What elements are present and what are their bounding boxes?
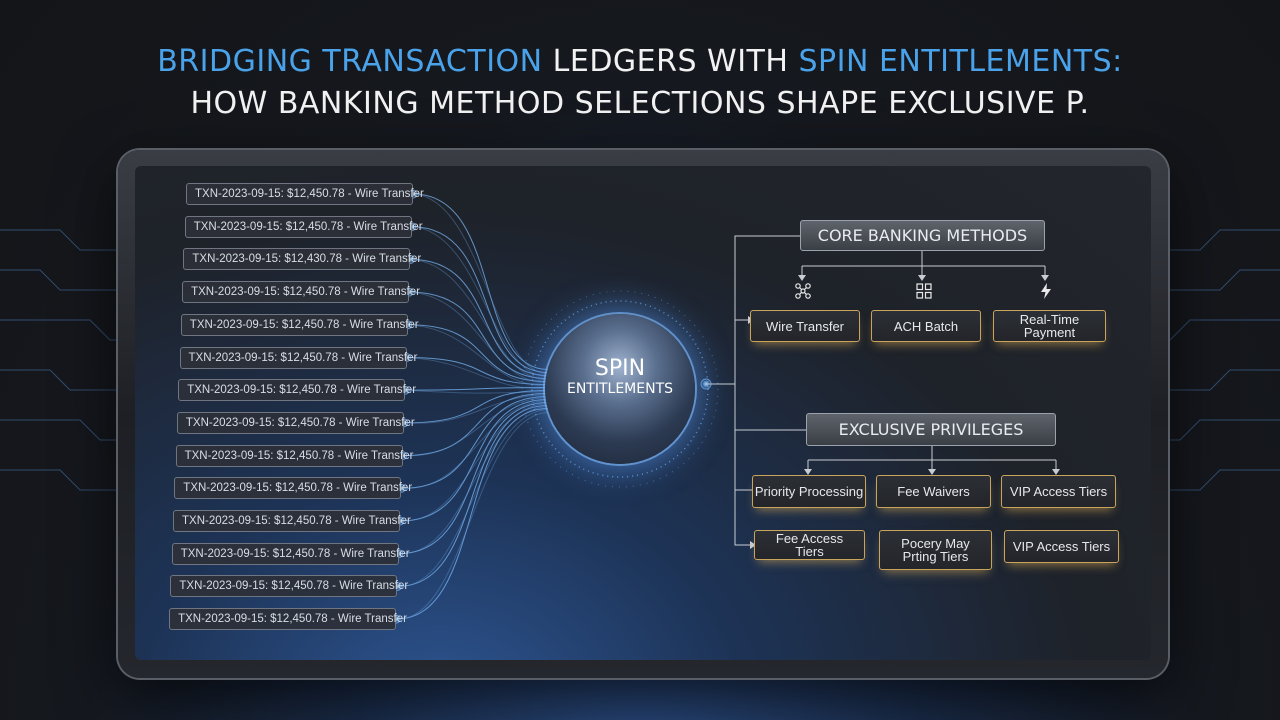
transaction-wire (411, 226, 549, 373)
transaction-wire-strand (401, 400, 549, 489)
transaction-wire (401, 396, 549, 489)
transaction-wire (410, 258, 549, 376)
privilege-fee-access-tiers[interactable]: Fee Access Tiers (754, 530, 865, 560)
headline-line-1: BRIDGING TRANSACTION LEDGERS WITH SPIN E… (0, 44, 1280, 79)
transaction-wire-strand (410, 258, 549, 381)
method-ach-batch[interactable]: ACH Batch (871, 310, 981, 342)
transaction-wire-strand (405, 389, 549, 394)
network-icon (795, 283, 811, 299)
transaction-wire-strand (411, 226, 549, 378)
transaction-row[interactable]: TXN-2023-09-15: $12,450.78 - Wire Transf… (186, 183, 424, 205)
transaction-wire-strand (396, 412, 549, 620)
headline-accent-2: SPIN ENTITLEMENTS: (798, 44, 1123, 79)
transaction-row[interactable]: TXN-2023-09-15: $12,450.78 - Wire Transf… (180, 313, 419, 336)
transaction-row[interactable]: TXN-2023-09-15: $12,450.78 - Wire Transf… (174, 477, 412, 500)
method-wire-transfer[interactable]: Wire Transfer (750, 310, 860, 342)
lightning-icon (1041, 283, 1051, 299)
transaction-wire (399, 399, 549, 522)
transaction-row[interactable]: TXN-2023-09-15: $12,450.78 - Wire Transf… (176, 411, 415, 434)
transaction-wire (412, 193, 549, 370)
transaction-wire (405, 387, 549, 391)
hub-title: SPIN (594, 356, 646, 381)
transaction-wire (403, 390, 549, 424)
privilege-vip-access-tiers-2[interactable]: VIP Access Tiers (1004, 530, 1119, 563)
transaction-row[interactable]: TXN-2023-09-15: $12,450.78 - Wire Transf… (173, 510, 411, 532)
transaction-row[interactable]: TXN-2023-09-15: $12,450.78 - Wire Transf… (171, 542, 410, 565)
transaction-wire (398, 402, 549, 555)
transaction-wire-strand (403, 394, 549, 424)
transaction-row[interactable]: TXN-2023-09-15: $12,450.78 - Wire Transf… (184, 215, 423, 238)
transaction-wire (407, 324, 549, 382)
privilege-fee-waivers[interactable]: Fee Waivers (876, 475, 991, 508)
spin-entitlements-hub (545, 314, 695, 464)
transaction-wire-strand (409, 291, 549, 384)
transaction-wire (409, 291, 549, 379)
transaction-wire (406, 357, 549, 385)
headline-accent-1: BRIDGING TRANSACTION (157, 44, 543, 79)
core-banking-header: CORE BANKING METHODS (800, 220, 1045, 251)
transaction-wire (397, 405, 549, 587)
privilege-priority-processing[interactable]: Priority Processing (752, 475, 866, 508)
transaction-row[interactable]: TXN-2023-09-15: $12,450.78 - Wire Transf… (178, 379, 416, 402)
transaction-wire (396, 408, 549, 620)
transaction-row[interactable]: TXN-2023-09-15: $12,430.78 - Wire Transf… (183, 248, 421, 271)
grid-icon (916, 283, 932, 299)
privilege-vip-access-tiers[interactable]: VIP Access Tiers (1001, 475, 1116, 508)
transaction-wire-strand (412, 193, 549, 375)
transaction-row[interactable]: TXN-2023-09-15: $12,450.78 - Wire Transf… (182, 281, 420, 304)
transaction-wire-strand (397, 409, 549, 587)
method-real-time-payment[interactable]: Real-Time Payment (993, 310, 1106, 342)
transaction-row[interactable]: TXN-2023-09-15: $12,450.78 - Wire Transf… (179, 346, 417, 369)
transaction-row[interactable]: TXN-2023-09-15: $12,450.78 - Wire Transf… (169, 608, 407, 631)
headline-plain: LEDGERS WITH (542, 44, 799, 79)
transaction-row[interactable]: TXN-2023-09-15: $12,450.78 - Wire Transf… (170, 575, 408, 598)
transaction-row[interactable]: TXN-2023-09-15: $12,450.78 - Wire Transf… (175, 444, 413, 467)
exclusive-privileges-header: EXCLUSIVE PRIVILEGES (806, 413, 1056, 446)
transaction-wire-strand (402, 397, 549, 457)
transaction-wire (402, 393, 549, 457)
headline-line-2: HOW BANKING METHOD SELECTIONS SHAPE EXCL… (190, 86, 1090, 121)
hub-subtitle: ENTITLEMENTS (566, 381, 674, 397)
privilege-special-pricing-tiers[interactable]: Pocery May Prting Tiers (879, 530, 992, 570)
transaction-wire-strand (399, 403, 549, 522)
